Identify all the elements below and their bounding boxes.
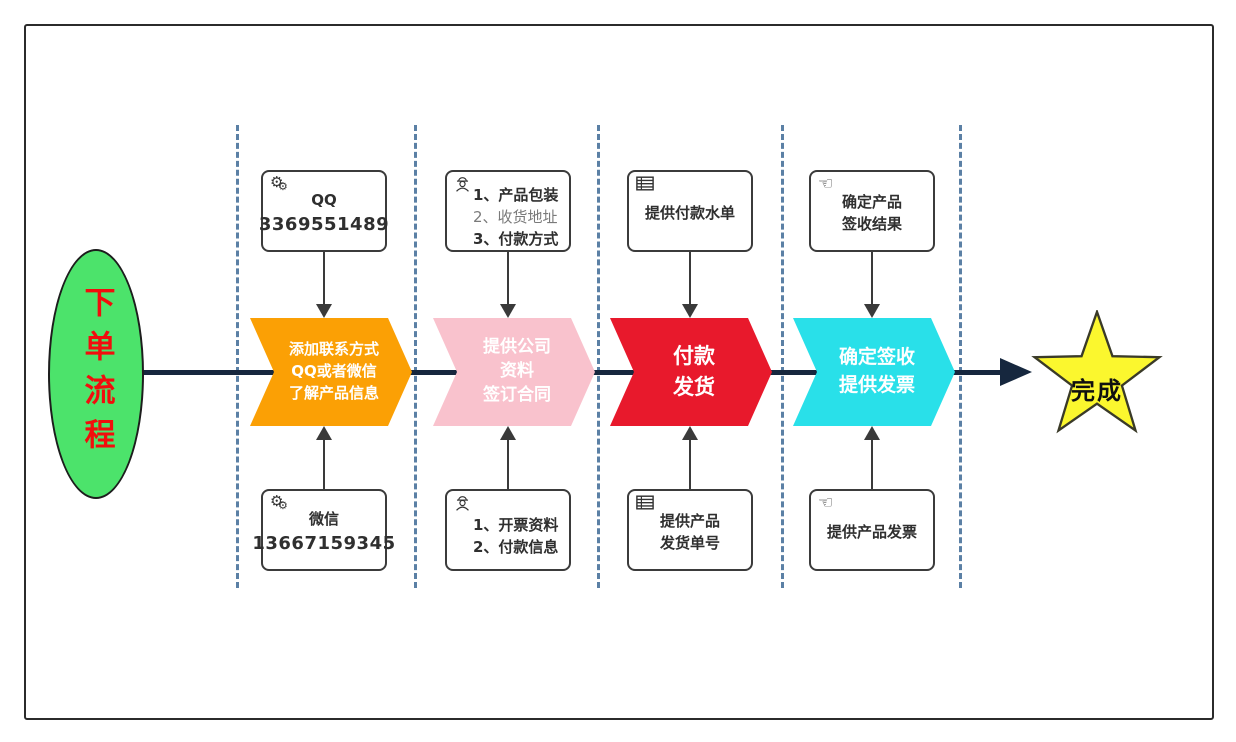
finish-star <box>1031 310 1163 434</box>
gears-icon: ⚙⚙ <box>270 492 288 512</box>
table-icon <box>636 495 654 510</box>
box-line: QQ <box>311 191 337 210</box>
connector-line <box>871 252 873 304</box>
box-line: 1、开票资料 <box>473 516 559 535</box>
info-box-invoice-info: 1、开票资料 2、付款信息 <box>445 489 571 571</box>
box-line: 提供产品发票 <box>826 523 917 542</box>
box-line: 3369551489 <box>258 213 390 235</box>
table-icon <box>636 176 654 191</box>
lane-divider-3 <box>597 125 600 588</box>
connector-line <box>507 440 509 489</box>
finish-label: 完成 <box>1071 377 1123 405</box>
box-line: 签收结果 <box>841 215 902 233</box>
box-line: 13667159345 <box>252 532 396 554</box>
stage-chevron-receipt: 确定签收 提供发票 <box>793 318 955 426</box>
box-line: 2、付款信息 <box>473 538 559 556</box>
chevron-line: 提供发票 <box>838 374 915 396</box>
chevron-line: 资料 <box>500 361 534 382</box>
connector-line <box>689 252 691 304</box>
lane-divider-5 <box>959 125 962 588</box>
chevron-line: 添加联系方式 <box>288 340 379 359</box>
arrow-up-icon <box>682 426 698 440</box>
arrow-down-icon <box>500 304 516 318</box>
box-line: 微信 <box>308 510 339 529</box>
info-box-order-details: 1、产品包装 2、收货地址 3、付款方式 <box>445 170 571 252</box>
worker-icon <box>454 176 471 193</box>
info-box-payment-slip: 提供付款水单 <box>627 170 753 252</box>
box-line: 确定产品 <box>841 193 902 212</box>
info-box-product-invoice: ☜ 提供产品发票 <box>809 489 935 571</box>
stage-chevron-payment: 付款 发货 <box>610 318 772 426</box>
info-box-shipping-number: 提供产品 发货单号 <box>627 489 753 571</box>
diagram-frame <box>24 24 1214 720</box>
box-line: 发货单号 <box>659 534 720 552</box>
chevron-line: QQ或者微信 <box>291 362 377 381</box>
pointing-hand-icon: ☜ <box>818 493 834 513</box>
info-box-wechat: ⚙⚙ 微信 13667159345 <box>252 489 395 571</box>
info-box-qq: ⚙⚙ QQ 3369551489 <box>258 170 390 252</box>
connector-line <box>871 440 873 489</box>
lane-divider-1 <box>236 125 239 588</box>
arrow-down-icon <box>864 304 880 318</box>
chevron-line: 发货 <box>673 375 715 399</box>
box-line: 提供产品 <box>659 512 720 531</box>
box-line: 提供付款水单 <box>644 204 735 223</box>
main-flow-arrowhead-icon <box>1000 358 1032 386</box>
connector-line <box>323 252 325 304</box>
chevron-line: 了解产品信息 <box>288 383 379 402</box>
connector-line <box>323 440 325 489</box>
chevron-line: 签订合同 <box>483 384 551 405</box>
arrow-down-icon <box>682 304 698 318</box>
arrow-up-icon <box>864 426 880 440</box>
stage-chevron-contact: 添加联系方式 QQ或者微信 了解产品信息 <box>250 318 412 426</box>
box-line: 1、产品包装 <box>473 186 559 205</box>
star-shape <box>1031 310 1163 434</box>
chevron-line: 确定签收 <box>838 346 915 369</box>
arrow-up-icon <box>500 426 516 440</box>
stage-chevron-contract: 提供公司 资料 签订合同 <box>433 318 595 426</box>
box-line: 2、收货地址 <box>473 208 558 227</box>
info-box-confirm-receipt: ☜ 确定产品 签收结果 <box>809 170 935 252</box>
start-node: 下单流程 <box>48 249 144 499</box>
box-line: 3、付款方式 <box>473 229 559 248</box>
connector-line <box>507 252 509 304</box>
chevron-line: 付款 <box>673 343 715 368</box>
arrow-down-icon <box>316 304 332 318</box>
arrow-up-icon <box>316 426 332 440</box>
start-node-label: 下单流程 <box>78 286 115 462</box>
connector-line <box>689 440 691 489</box>
gears-icon: ⚙⚙ <box>270 173 288 193</box>
lane-divider-4 <box>781 125 784 588</box>
lane-divider-2 <box>414 125 417 588</box>
chevron-line: 提供公司 <box>483 337 551 358</box>
pointing-hand-icon: ☜ <box>818 174 834 194</box>
worker-icon <box>454 495 471 512</box>
